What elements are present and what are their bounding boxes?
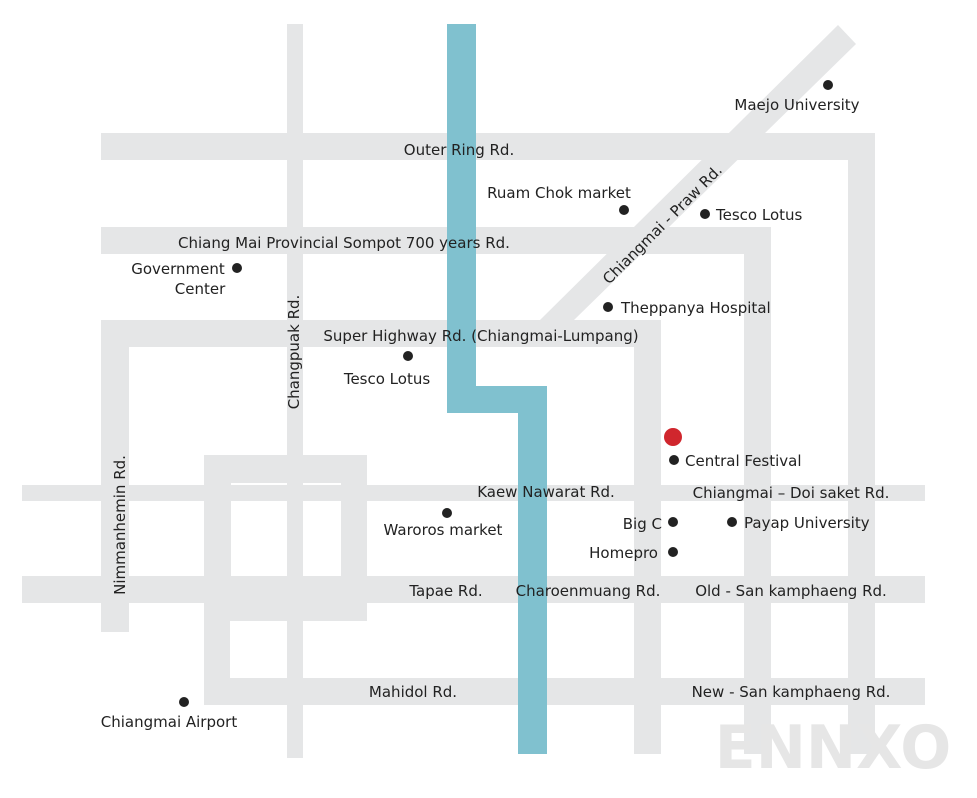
doi-saket-road-label: Chiangmai – Doi saket Rd. [693, 484, 890, 502]
waroros-market-marker [442, 508, 452, 518]
central-festival-label: Central Festival [685, 452, 802, 470]
theppanya-hospital-marker [603, 302, 613, 312]
theppanya-hospital-label: Theppanya Hospital [620, 299, 771, 317]
maejo-university-marker [823, 80, 833, 90]
changpuak-road-shape [287, 24, 303, 758]
place-markers: Maejo University Ruam Chok market Tesco … [101, 80, 870, 731]
ruam-chok-market-marker [619, 205, 629, 215]
nimmanhemin-road-label: Nimmanhemin Rd. [111, 455, 129, 595]
highlight-location-marker [664, 428, 682, 446]
tesco-lotus-super-highway-label: Tesco Lotus [343, 370, 431, 388]
kaew-nawarat-road-label: Kaew Nawarat Rd. [477, 483, 615, 501]
tapae-road-label: Tapae Rd. [408, 582, 482, 600]
waroros-market-label: Waroros market [384, 521, 503, 539]
old-city-moat [204, 455, 367, 621]
road-network [22, 24, 925, 758]
mahidol-road-shape [204, 678, 925, 705]
government-center-label-line1: Government [131, 260, 225, 278]
charoenmuang-road-label: Charoenmuang Rd. [516, 582, 661, 600]
super-highway-road-label: Super Highway Rd. (Chiangmai-Lumpang) [323, 327, 638, 345]
chiangmai-praw-road-shape [540, 25, 856, 320]
kaew-nawarat-road-shape [22, 485, 925, 501]
outer-ring-road-label: Outer Ring Rd. [404, 141, 514, 159]
old-san-kamphaeng-road-label: Old - San kamphaeng Rd. [695, 582, 887, 600]
government-center-label-line2: Center [175, 280, 226, 298]
changpuak-road-label: Changpuak Rd. [285, 295, 303, 410]
government-center-marker [232, 263, 242, 273]
new-san-kamphaeng-road-label: New - San kamphaeng Rd. [692, 683, 891, 701]
big-c-label: Big C [623, 515, 662, 533]
tesco-lotus-north-marker [700, 209, 710, 219]
central-festival-marker [669, 455, 679, 465]
super-highway-road [101, 320, 661, 347]
chiangmai-airport-marker [179, 697, 189, 707]
big-c-marker [668, 517, 678, 527]
payap-university-label: Payap University [744, 514, 870, 532]
tesco-lotus-super-highway-marker [403, 351, 413, 361]
tapae-road-shape [22, 576, 925, 603]
mahidol-road-label: Mahidol Rd. [369, 683, 457, 701]
payap-university-marker [727, 517, 737, 527]
homepro-marker [668, 547, 678, 557]
ruam-chok-market-label: Ruam Chok market [487, 184, 631, 202]
provincial-road-label: Chiang Mai Provincial Sompot 700 years R… [178, 234, 510, 252]
homepro-label: Homepro [589, 544, 658, 562]
outer-ring-east-segment [848, 133, 875, 754]
maejo-university-label: Maejo University [734, 96, 859, 114]
chiangmai-airport-label: Chiangmai Airport [101, 713, 238, 731]
ennxo-watermark: ENNXO [715, 713, 952, 783]
ping-river [447, 24, 547, 754]
tesco-lotus-north-label: Tesco Lotus [715, 206, 803, 224]
chiangmai-praw-road-label: Chiangmai - Praw Rd. [599, 161, 726, 288]
